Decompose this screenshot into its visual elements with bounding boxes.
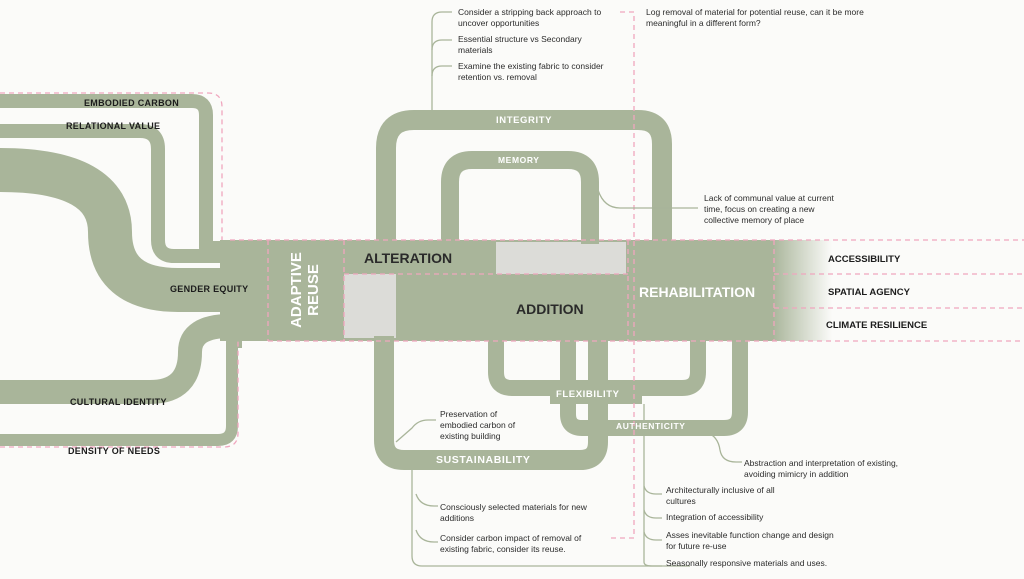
label-sustainability: SUSTAINABILITY (436, 454, 531, 466)
label-gender-equity: GENDER EQUITY (170, 284, 249, 294)
trunk-fade (772, 240, 832, 341)
label-density-of-needs: DENSITY OF NEEDS (68, 446, 161, 456)
note-existing-fabric: Examine the existing fabric to consider … (458, 61, 604, 82)
leader-essential (431, 39, 452, 51)
note-carbon-impact: Consider carbon impact of removal of exi… (440, 533, 582, 554)
label-reuse: REUSE (305, 264, 322, 316)
label-accessibility: ACCESSIBILITY (828, 254, 901, 265)
note-preservation: Preservation of embodied carbon of exist… (440, 409, 516, 441)
input-bands (0, 94, 242, 446)
note-communal-value: Lack of communal value at current time, … (704, 193, 834, 225)
leader-carbon (415, 529, 438, 543)
note-log-removal: Log removal of material for potential re… (646, 7, 864, 28)
leader-memory (597, 189, 698, 209)
leader-integrity (431, 11, 452, 112)
loop-junction-box (550, 384, 642, 404)
leader-sustainability (411, 470, 690, 567)
guide-density (0, 341, 239, 448)
label-climate-resilience: CLIMATE RESILIENCE (826, 320, 928, 331)
leader-inclusive (643, 485, 662, 495)
label-memory: MEMORY (498, 155, 540, 165)
label-embodied-carbon: EMBODIED CARBON (84, 98, 180, 108)
annotation-leaders (395, 11, 742, 567)
upper-loops (376, 110, 672, 245)
trunk-right (626, 240, 774, 341)
guide-log-loop (610, 11, 635, 539)
note-architecturally-inclusive: Architecturally inclusive of all culture… (666, 485, 775, 506)
label-authenticity: AUTHENTICITY (616, 421, 686, 431)
note-essential-structure: Essential structure vs Secondary materia… (458, 34, 582, 55)
band-cultural-identity (0, 314, 242, 404)
highlight-panel-top (496, 242, 626, 274)
label-rehabilitation: REHABILITATION (639, 284, 756, 300)
label-addition: ADDITION (516, 301, 584, 317)
leader-accessibility-note (643, 509, 662, 519)
band-relational-value (0, 124, 230, 263)
label-relational-value: RELATIONAL VALUE (66, 121, 161, 131)
leader-outcomes (643, 404, 662, 567)
pink-dashed-guides (0, 11, 1024, 539)
label-alteration: ALTERATION (364, 250, 453, 266)
label-spatial-agency: SPATIAL AGENCY (828, 287, 910, 298)
note-asses-function: Asses inevitable function change and des… (666, 530, 834, 551)
leader-asses (643, 531, 662, 541)
label-integrity: INTEGRITY (496, 115, 553, 126)
leader-authenticity (705, 431, 742, 463)
note-abstraction: Abstraction and interpretation of existi… (744, 458, 899, 479)
band-authenticity (560, 336, 748, 436)
note-seasonally-responsive: Seasonally responsive materials and uses… (666, 558, 828, 568)
note-stripping-back: Consider a stripping back approach to un… (458, 7, 602, 28)
label-flexibility: FLEXIBILITY (556, 389, 620, 400)
band-density-of-needs (0, 336, 242, 446)
band-integrity (376, 110, 672, 245)
band-embodied-carbon (0, 94, 230, 255)
leader-fabric (431, 65, 452, 77)
label-cultural-identity: CULTURAL IDENTITY (70, 397, 167, 407)
note-consciously-selected: Consciously selected materials for new a… (440, 502, 587, 523)
highlight-panel-left (344, 274, 396, 338)
leader-preservation (395, 419, 436, 443)
leader-conscious (415, 493, 438, 507)
label-adaptive-reuse: ADAPTIVE REUSE (288, 249, 324, 331)
label-adaptive: ADAPTIVE (288, 252, 305, 328)
band-gender-equity (0, 148, 230, 312)
guide-embodied (0, 92, 223, 240)
band-sustainability (374, 336, 608, 470)
band-memory (441, 151, 599, 244)
note-integration-accessibility: Integration of accessibility (666, 512, 764, 522)
